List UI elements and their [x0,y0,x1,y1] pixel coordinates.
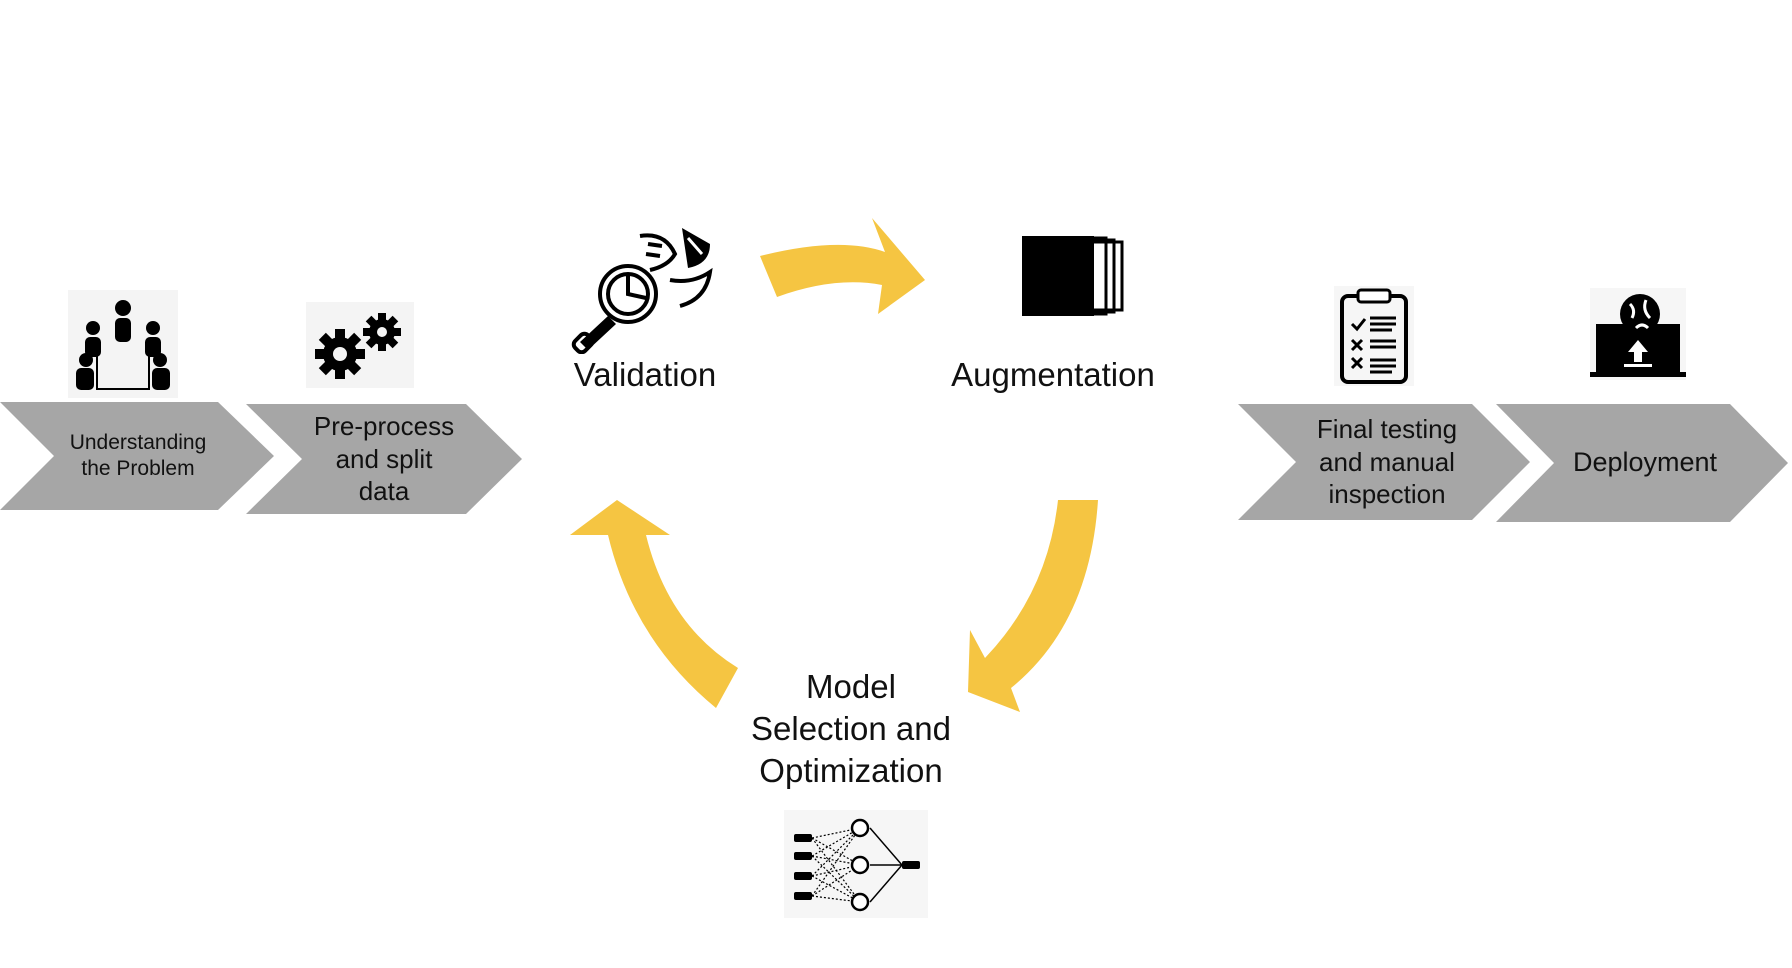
chevron-shape [1496,404,1788,522]
node-label-augmentation: Augmentation [951,356,1155,393]
team-meeting-icon [68,290,178,398]
node-label-validation: Validation [573,356,717,393]
magnifier-chart-icon [571,228,713,354]
arrow-model-to-validation [570,500,738,708]
node-label-model: Model Selection and Optimization [751,668,951,789]
chevron-shape [0,402,274,510]
arrow-validation-to-augmentation [760,218,925,314]
neural-network-icon [784,810,928,918]
step-label-deployment: Deployment [1572,447,1718,478]
gears-icon [306,302,414,388]
chevron-shape [1238,404,1530,520]
chevron-shape [246,404,522,514]
stacked-pages-icon [1022,236,1124,316]
chevron-deployment: Deployment [1496,404,1788,522]
laptop-globe-upload-icon [1590,288,1686,380]
arrow-augmentation-to-model [968,500,1098,712]
checklist-clipboard-icon [1334,286,1414,386]
